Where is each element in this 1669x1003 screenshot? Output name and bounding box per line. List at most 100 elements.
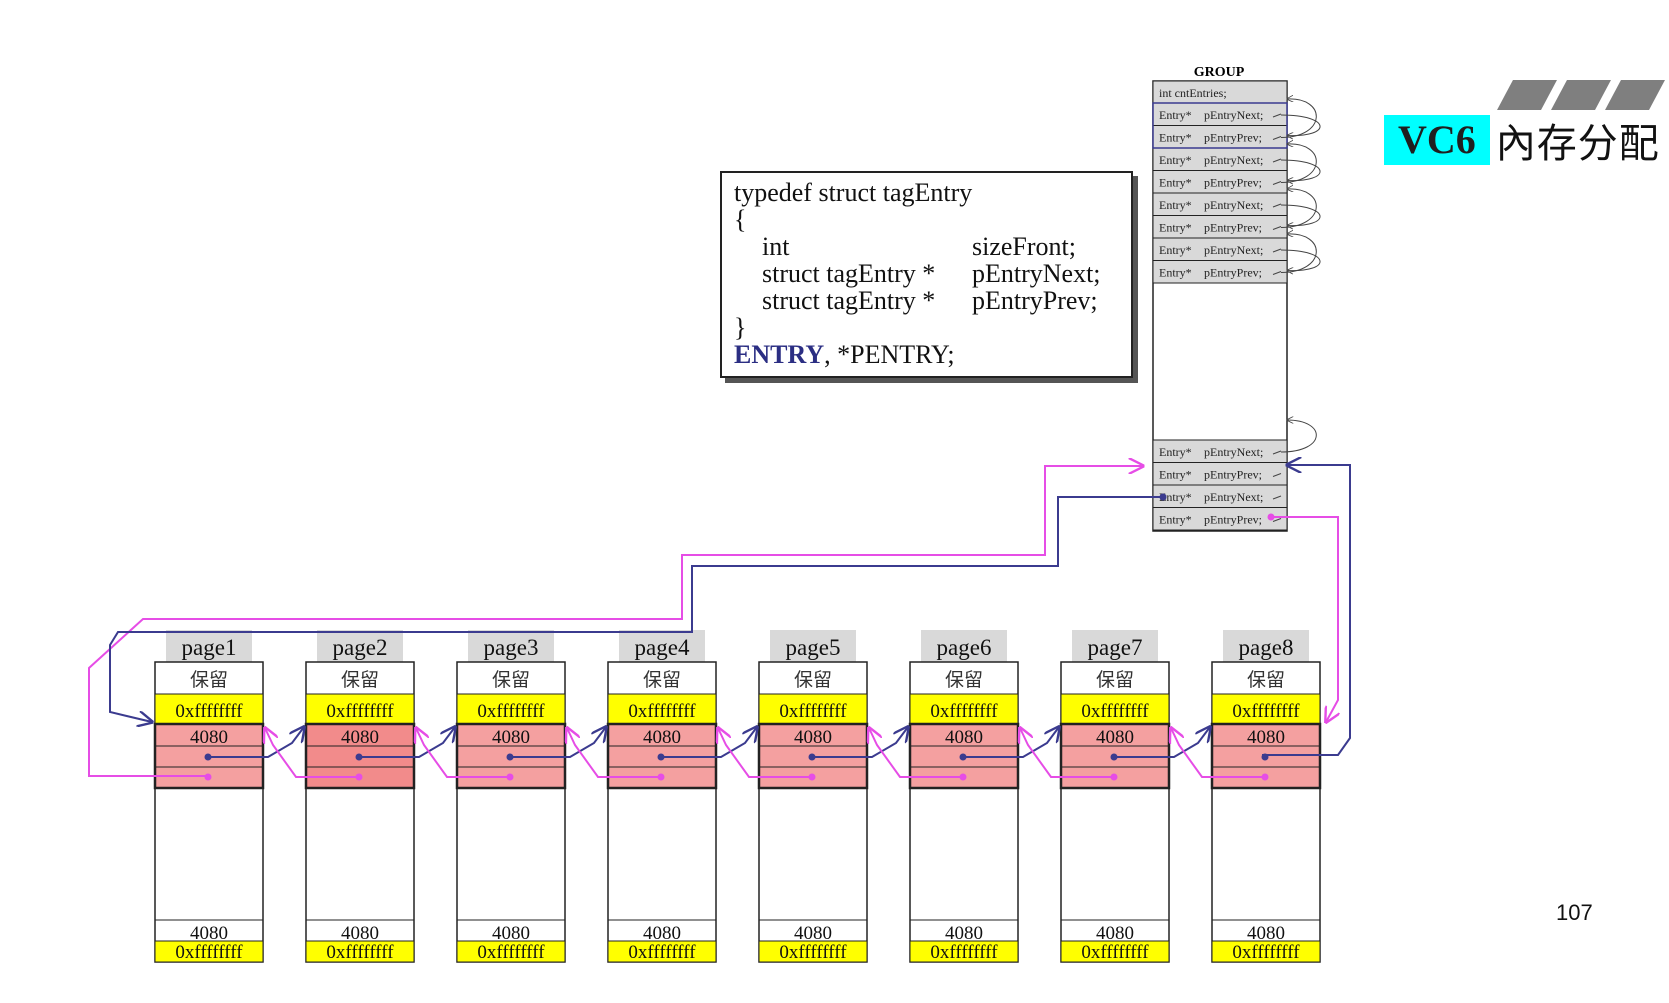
page-label: page6 (937, 635, 992, 660)
group-row-type: Entry* (1159, 153, 1192, 167)
page-entry-size: 4080 (1247, 727, 1285, 748)
page-sentinel-bottom (1060, 940, 1170, 963)
code-field-name: sizeFront; (972, 232, 1076, 261)
group-row-type: Entry* (1159, 445, 1192, 459)
page-entry-size: 4080 (1096, 727, 1134, 748)
group-self-link (1280, 99, 1317, 138)
page-entry-size: 4080 (190, 727, 228, 748)
magenta-connector-page1-to-group (88, 466, 1143, 777)
group-row-type: Entry* (1159, 176, 1192, 190)
group-row-field: pEntryNext; (1204, 108, 1263, 122)
page-sentinel-bottom-text: 0xffffffff (930, 942, 998, 963)
navy-connector-page8-to-group (1262, 465, 1351, 756)
page-reserved: 保留 (492, 669, 530, 691)
group-self-link (1280, 234, 1317, 273)
page-reserved: 保留 (190, 669, 228, 691)
page-sentinel-top (456, 693, 566, 725)
page-reserved: 保留 (945, 669, 983, 691)
page-label: page1 (182, 635, 237, 660)
group-row-field: pEntryPrev; (1204, 468, 1262, 482)
page-sentinel-bottom (607, 940, 717, 963)
group-next-dot (1159, 493, 1167, 501)
slide-number: 107 (1556, 900, 1593, 925)
group-row-type: Entry* (1159, 131, 1192, 145)
page-label: page7 (1088, 635, 1143, 660)
page-sentinel-top-text: 0xffffffff (477, 701, 545, 722)
code-close-brace: } (734, 313, 747, 342)
group-self-link (1280, 159, 1321, 181)
group-row-field: pEntryPrev; (1204, 176, 1262, 190)
page-reserved: 保留 (1247, 669, 1285, 691)
group-row-pointer (1272, 271, 1282, 275)
page-sentinel-top (305, 693, 415, 725)
page-label: page2 (333, 635, 388, 660)
code-open-brace: { (734, 205, 747, 234)
title-bar-shape (1551, 80, 1611, 110)
page-label-bg (619, 630, 705, 662)
group-row-type: Entry* (1159, 243, 1192, 257)
page-bottom-size: 4080 (341, 923, 379, 944)
group-self-link (1280, 204, 1321, 226)
page-reserved: 保留 (643, 669, 681, 691)
page-label-bg (166, 630, 252, 662)
code-fields: int sizeFront; struct tagEntry * pEntryN… (734, 233, 1119, 314)
page-sentinel-top (607, 693, 717, 725)
page-sentinel-bottom-text: 0xffffffff (779, 942, 847, 963)
page-bottom-size: 4080 (643, 923, 681, 944)
prev-link (416, 728, 510, 778)
group-row-field: pEntryNext; (1204, 243, 1263, 257)
page-reserved: 保留 (794, 669, 832, 691)
page-label-bg (1072, 630, 1158, 662)
group-self-link (1280, 420, 1317, 453)
group-row-pointer (1272, 158, 1282, 163)
page-label: page5 (786, 635, 841, 660)
group-row-pointer (1272, 181, 1282, 185)
group-row-type: Entry* (1159, 468, 1192, 482)
page-sentinel-bottom-text: 0xffffffff (477, 942, 545, 963)
group-self-link (1280, 114, 1321, 136)
prev-link (567, 728, 661, 778)
group-row-field: pEntryPrev; (1204, 131, 1262, 145)
code-line-typedef: typedef struct tagEntry (734, 178, 973, 207)
group-row-pointer (1272, 473, 1282, 477)
page-entry-size: 4080 (492, 727, 530, 748)
page-bottom-size: 4080 (1247, 923, 1285, 944)
page-bottom-size: 4080 (794, 923, 832, 944)
group-row-field: pEntryNext; (1204, 198, 1263, 212)
group-row-type: Entry* (1159, 490, 1192, 504)
group-row-pointer (1272, 518, 1282, 522)
page-label-bg (770, 630, 856, 662)
code-field-type: struct tagEntry * (762, 286, 936, 315)
title-bar-shape (1605, 80, 1665, 110)
magenta-connector-group-to-page8 (1271, 516, 1338, 722)
page-sentinel-top (909, 693, 1019, 725)
page-sentinel-bottom-text: 0xffffffff (326, 942, 394, 963)
group-highlight (1152, 102, 1288, 149)
next-link (812, 727, 908, 758)
page-sentinel-bottom (1211, 940, 1321, 963)
navy-connector-group-to-page1 (109, 496, 1163, 722)
group-row-prev (1152, 507, 1288, 531)
page-sentinel-top-text: 0xffffffff (326, 701, 394, 722)
group-row-field: pEntryNext; (1204, 153, 1263, 167)
next-link (208, 727, 304, 758)
code-field-name: pEntryPrev; (972, 286, 1098, 315)
group-cnt-label: int cntEntries; (1159, 86, 1227, 100)
page-sentinel-bottom (909, 940, 1019, 963)
group-prev-dot (1267, 513, 1275, 521)
group-row-field: pEntryPrev; (1204, 266, 1262, 280)
struct-definition-box: typedef struct tagEntry { int sizeFront;… (720, 171, 1133, 378)
code-last-line: ENTRY, *PENTRY; (734, 341, 1119, 368)
next-link (661, 727, 757, 758)
page-sentinel-top-text: 0xffffffff (175, 701, 243, 722)
page-label: page4 (635, 635, 690, 660)
page-bottom-size: 4080 (492, 923, 530, 944)
page-entry-size: 4080 (945, 727, 983, 748)
code-keyword-entry: ENTRY (734, 340, 825, 369)
prev-link (265, 728, 359, 778)
prev-link (1171, 728, 1265, 778)
page-sentinel-bottom-text: 0xffffffff (628, 942, 696, 963)
